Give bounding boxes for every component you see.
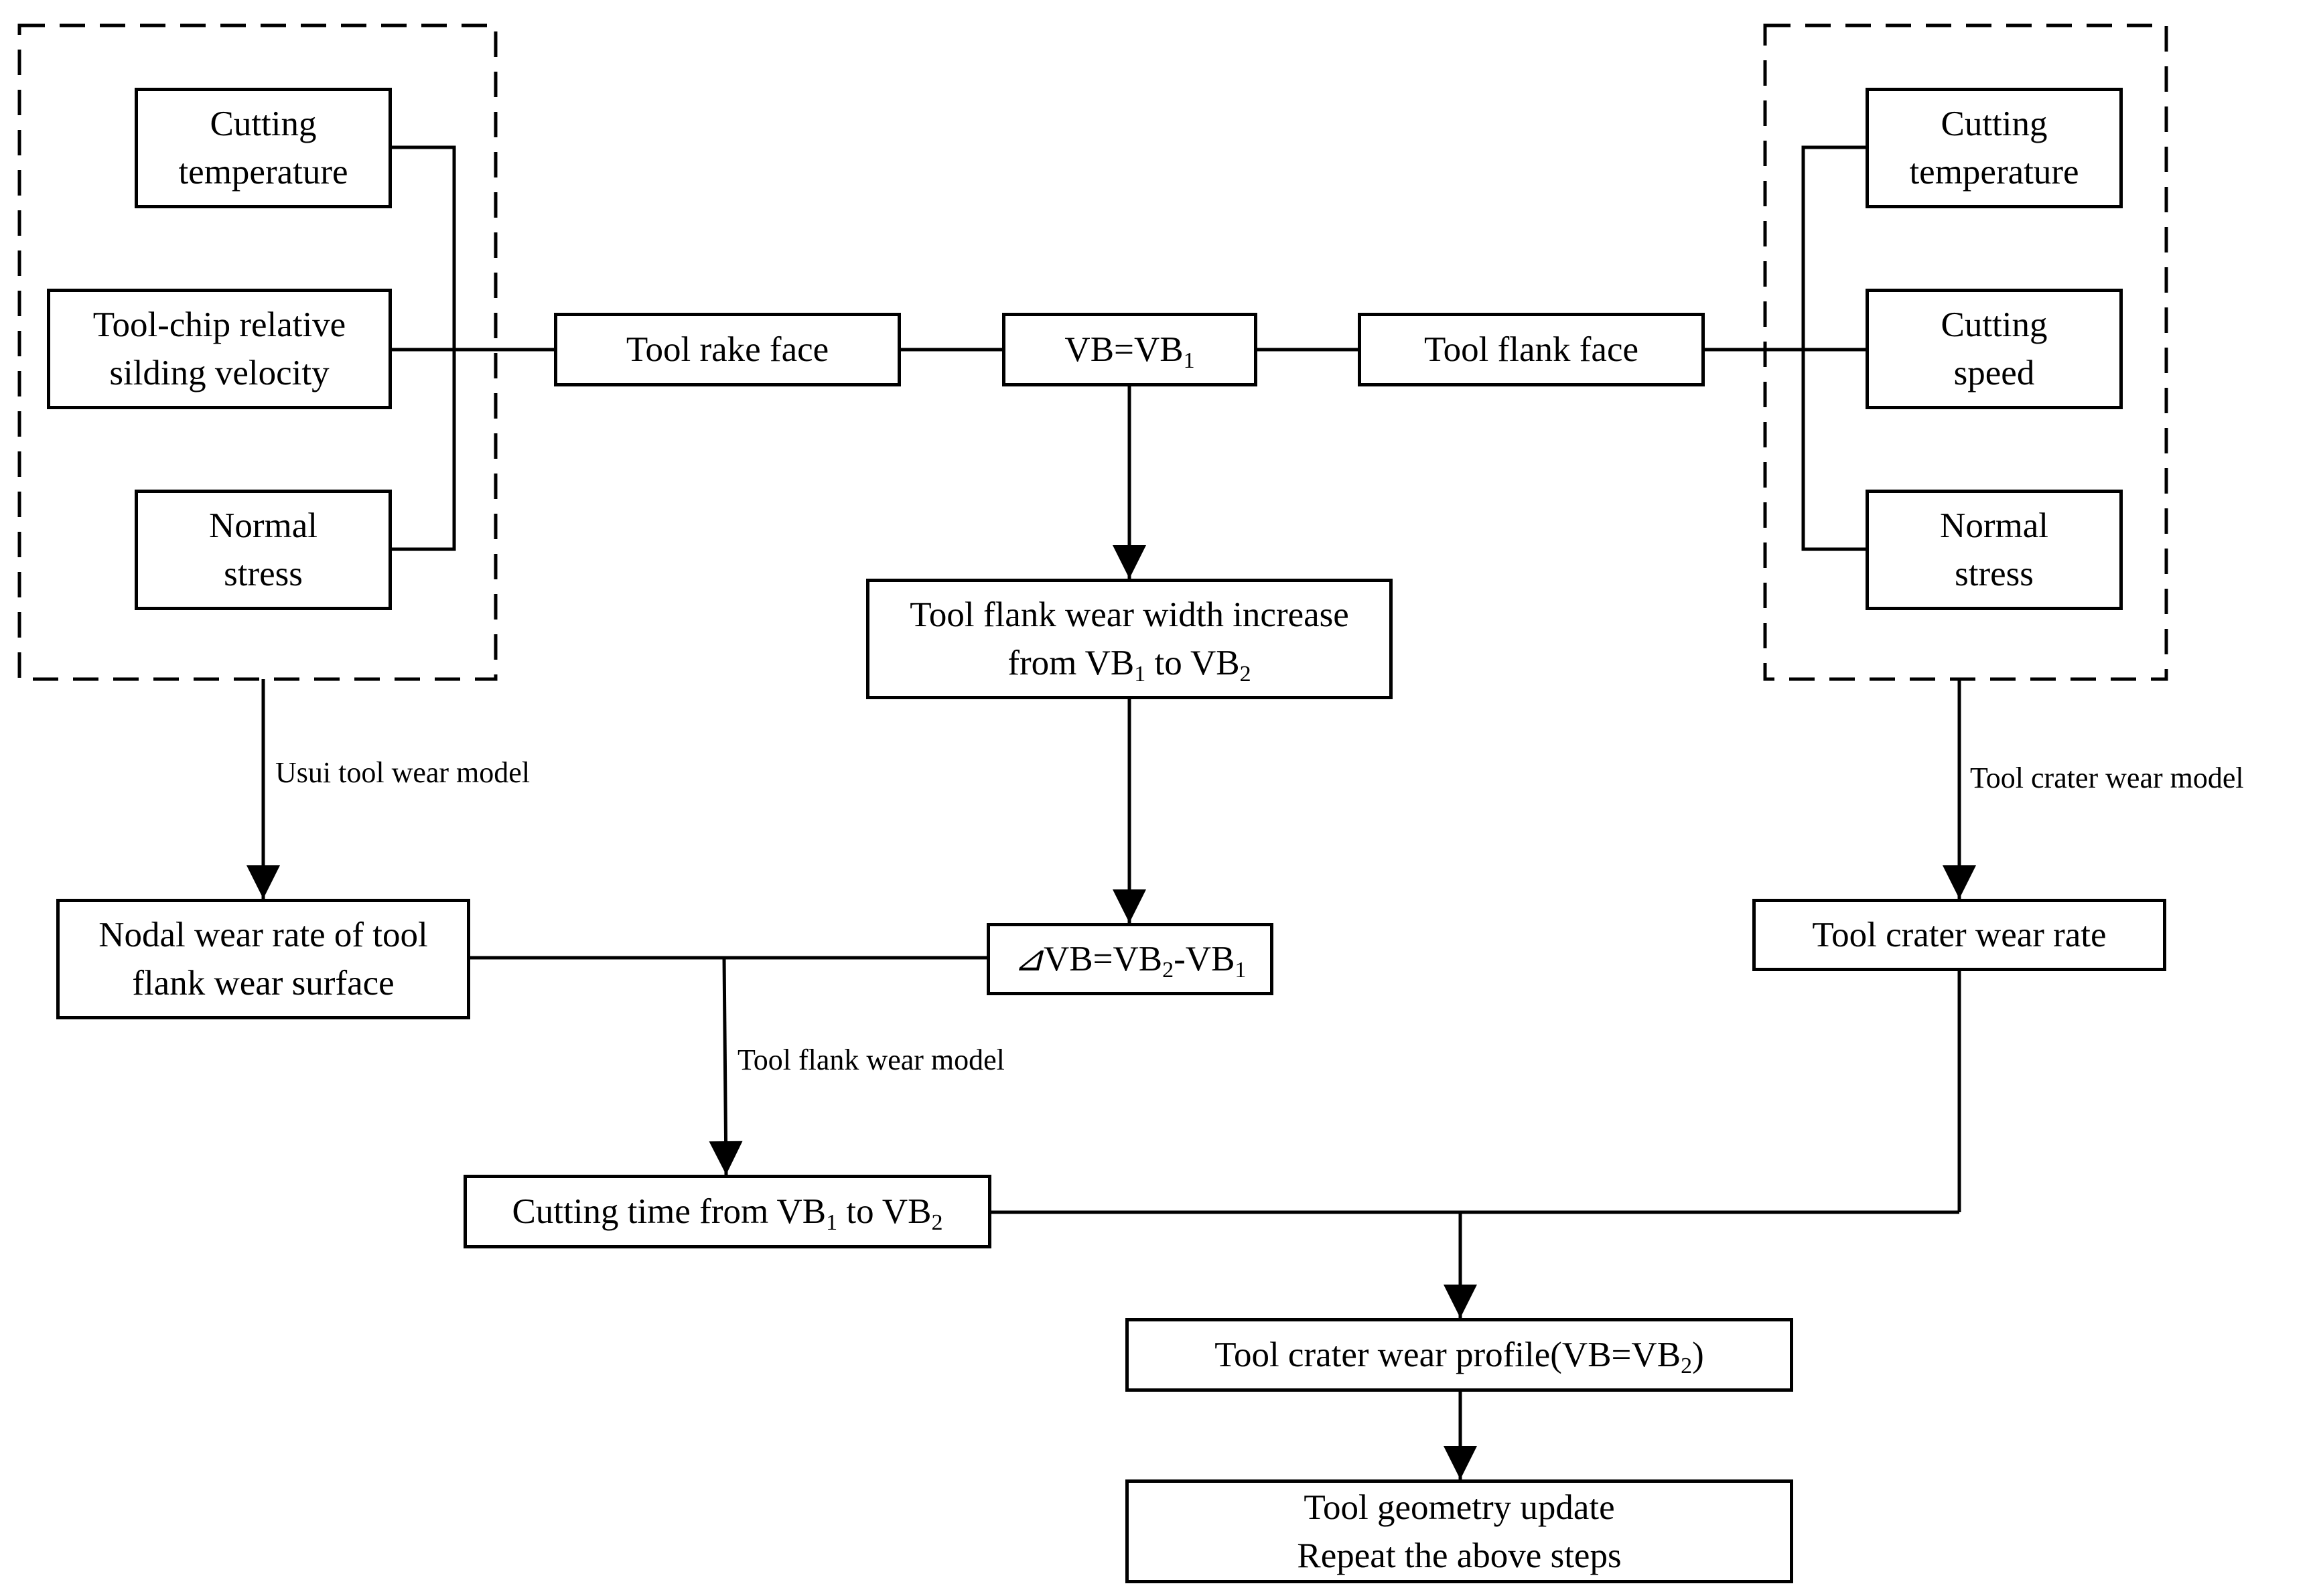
cutting-time-label: Cutting time from VB1 to VB2 [512, 1187, 942, 1236]
geometry-update-line-2: Repeat the above steps [1297, 1536, 1622, 1575]
usui-model-label: Usui tool wear model [275, 756, 531, 789]
vb-initial-box: VB=VB1 [1002, 313, 1257, 386]
flank-normal-stress-line-2: stress [1955, 555, 2034, 593]
flank-wear-increase-sub-1: 1 [1134, 662, 1146, 686]
crater-wear-profile-sub: 2 [1681, 1354, 1693, 1378]
crater-wear-profile-part-b: ) [1692, 1335, 1704, 1374]
crater-model-label: Tool crater wear model [1970, 761, 2244, 794]
rake-normal-stress-line-2: stress [224, 555, 303, 593]
flank-wear-increase-sub-2: 2 [1239, 662, 1251, 686]
geometry-update-line-1: Tool geometry update [1304, 1488, 1615, 1527]
flank-normal-stress-box: Normal stress [1866, 490, 2123, 610]
crater-wear-profile-box: Tool crater wear profile(VB=VB2) [1125, 1318, 1793, 1392]
nodal-wear-rate-line-1: Nodal wear rate of tool [98, 916, 428, 954]
cutting-time-box: Cutting time from VB1 to VB2 [464, 1175, 991, 1248]
nodal-wear-rate-line-2: flank wear surface [132, 964, 395, 1003]
cutting-time-part-a: Cutting time from VB [512, 1192, 827, 1231]
rake-cutting-temperature-box: Cutting temperature [135, 88, 392, 208]
sliding-velocity-box: Tool-chip relative silding velocity [47, 289, 392, 409]
flank-wear-increase-to: to VB [1145, 644, 1240, 682]
flank-normal-stress-line-1: Normal [1940, 506, 2048, 545]
vb-initial-subscript: 1 [1183, 348, 1195, 373]
flank-model-arrow [709, 957, 743, 1175]
delta-vb-box: ⊿VB=VB2-VB1 [987, 923, 1273, 995]
rake-cutting-temperature-line-2: temperature [178, 153, 348, 192]
sliding-velocity-line-2: silding velocity [109, 354, 330, 392]
delta-vb-sub-1: 2 [1162, 958, 1174, 983]
flank-wear-increase-line-2: from VB1 to VB2 [1007, 639, 1251, 687]
crater-wear-profile-part-a: Tool crater wear profile(VB=VB [1214, 1335, 1681, 1374]
sliding-velocity-line-1: Tool-chip relative [92, 305, 346, 344]
delta-vb-part-a: VB=VB [1043, 940, 1163, 978]
flank-cutting-temperature-line-2: temperature [1909, 153, 2079, 192]
cutting-speed-box: Cutting speed [1866, 289, 2123, 409]
crater-wear-rate-label: Tool crater wear rate [1812, 916, 2107, 954]
cutting-time-sub-2: 2 [931, 1210, 943, 1235]
delta-vb-label: ⊿VB=VB2-VB1 [1014, 935, 1247, 983]
cutting-time-part-b: to VB [837, 1192, 932, 1231]
cutting-speed-line-2: speed [1953, 354, 2035, 392]
flank-model-label: Tool flank wear model [738, 1043, 1005, 1076]
rake-normal-stress-line-1: Normal [209, 506, 318, 545]
flank-wear-increase-box: Tool flank wear width increase from VB1 … [866, 579, 1393, 699]
flank-wear-increase-line-1: Tool flank wear width increase [910, 595, 1349, 634]
nodal-wear-rate-box: Nodal wear rate of tool flank wear surfa… [56, 899, 470, 1019]
flank-cutting-temperature-line-1: Cutting [1941, 104, 2048, 143]
flank-wear-increase-from: from VB [1007, 644, 1135, 682]
tool-rake-face-box: Tool rake face [554, 313, 901, 386]
flank-bracket-line [1801, 145, 1867, 551]
cutting-speed-line-1: Cutting [1941, 305, 2048, 344]
crater-wear-rate-box: Tool crater wear rate [1752, 899, 2166, 971]
cutting-time-sub-1: 1 [826, 1210, 838, 1235]
crater-wear-profile-label: Tool crater wear profile(VB=VB2) [1214, 1331, 1703, 1379]
vb-initial-base: VB=VB [1064, 330, 1184, 369]
vb-initial-label: VB=VB1 [1064, 325, 1194, 374]
delta-vb-part-b: -VB [1174, 940, 1235, 978]
flank-cutting-temperature-box: Cutting temperature [1866, 88, 2123, 208]
rake-cutting-temperature-line-1: Cutting [210, 104, 317, 143]
tool-flank-face-box: Tool flank face [1358, 313, 1705, 386]
rake-normal-stress-box: Normal stress [135, 490, 392, 610]
rake-input-group-border [17, 23, 498, 681]
flank-input-group-border [1763, 23, 2168, 681]
geometry-update-box: Tool geometry update Repeat the above st… [1125, 1479, 1793, 1583]
delta-symbol: ⊿ [1013, 940, 1044, 978]
tool-flank-face-label: Tool flank face [1423, 330, 1639, 369]
delta-vb-sub-2: 1 [1235, 958, 1247, 983]
tool-rake-face-label: Tool rake face [626, 330, 829, 369]
